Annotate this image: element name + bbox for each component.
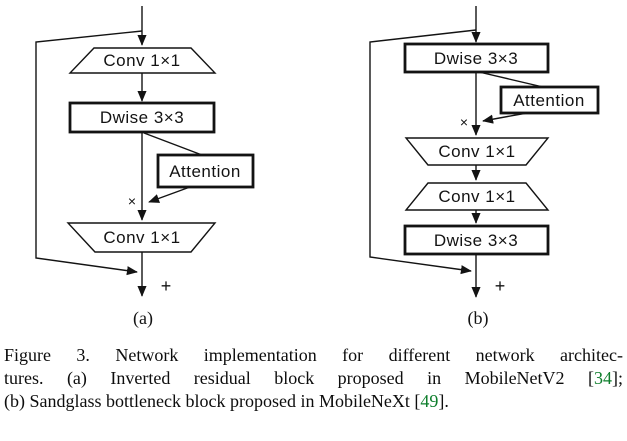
diagram-b: Dwise 3×3 Attention × Conv 1×1 Conv 1×1 …: [369, 6, 600, 329]
arrow-attention-to-multiply-a: [148, 186, 191, 203]
diagram-a: Conv 1×1 Dwise 3×3 Attention × Conv 1×1 …: [35, 6, 255, 329]
citation-link-34[interactable]: 34: [594, 368, 612, 388]
conv1x1-reduce-block-b: [404, 137, 550, 166]
conv1x1-expand-block-b: [404, 182, 550, 211]
conv1x1-reduce-label-a: Conv 1×1: [103, 228, 180, 247]
conv1x1-expand-block-a: [68, 47, 217, 74]
dwise3x3-bottom-block-b: [403, 224, 550, 256]
attention-label-b: Attention: [513, 91, 585, 110]
conv1x1-reduce-label-b: Conv 1×1: [438, 142, 515, 161]
attention-block-b: [499, 85, 600, 115]
caption-line-2: tures. (a) Inverted residual block propo…: [4, 367, 623, 390]
subfigure-label-a: (a): [133, 308, 153, 329]
caption-text: Figure 3. Network implementation for dif…: [4, 345, 623, 365]
multiply-symbol-a: ×: [128, 193, 136, 209]
line-dwise-to-attention-a: [143, 132, 203, 156]
dwise3x3-bottom-label-b: Dwise 3×3: [434, 231, 518, 250]
conv1x1-expand-label-b: Conv 1×1: [438, 187, 515, 206]
dwise3x3-top-label-b: Dwise 3×3: [434, 49, 518, 68]
multiply-symbol-b: ×: [460, 114, 468, 130]
caption-text: ];: [612, 368, 623, 388]
conv1x1-expand-label-a: Conv 1×1: [103, 51, 180, 70]
caption-text: ].: [438, 391, 449, 411]
attention-label-a: Attention: [169, 162, 241, 181]
add-symbol-a: +: [161, 276, 172, 296]
residual-skip-line-b: [369, 29, 477, 275]
residual-skip-line-a: [35, 30, 143, 276]
subfigure-label-b: (b): [468, 308, 489, 329]
citation-link-49[interactable]: 49: [420, 391, 439, 411]
figure-caption: Figure 3. Network implementation for dif…: [4, 344, 623, 413]
add-symbol-b: +: [495, 276, 506, 296]
caption-text: (b) Sandglass bottleneck block proposed …: [4, 391, 421, 411]
caption-line-3: (b) Sandglass bottleneck block proposed …: [4, 390, 623, 413]
caption-line-1: Figure 3. Network implementation for dif…: [4, 344, 623, 367]
dwise3x3-label-a: Dwise 3×3: [100, 108, 184, 127]
conv1x1-reduce-block-a: [66, 222, 217, 253]
dwise3x3-top-block-b: [403, 42, 550, 74]
attention-block-a: [156, 153, 255, 189]
line-dwise-to-attention-b: [478, 71, 544, 88]
figure-canvas: Conv 1×1 Dwise 3×3 Attention × Conv 1×1 …: [35, 6, 600, 329]
caption-text: tures. (a) Inverted residual block propo…: [4, 368, 594, 388]
arrow-attention-to-multiply-b: [482, 112, 528, 124]
